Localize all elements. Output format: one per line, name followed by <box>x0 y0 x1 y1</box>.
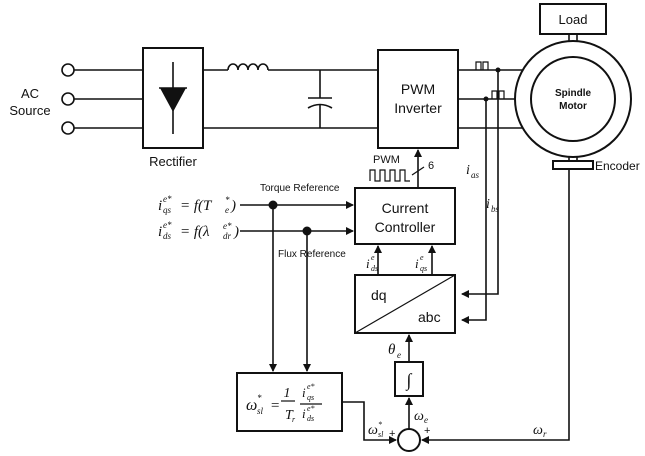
slip-omega: ω <box>246 397 257 414</box>
pwm-inverter-block <box>377 49 459 149</box>
integrator: ∫ <box>394 361 424 397</box>
svg-text:1: 1 <box>284 386 291 401</box>
theta-e-sub: e <box>397 350 401 360</box>
svg-text:r: r <box>292 415 296 424</box>
encoder-block <box>552 160 594 170</box>
source-terminal-1 <box>61 63 75 77</box>
svg-text:i: i <box>302 385 306 400</box>
svg-text:e*: e* <box>307 382 315 391</box>
ac-label: AC <box>21 86 39 101</box>
svg-text:*: * <box>378 420 382 429</box>
svg-text:ds: ds <box>371 264 378 273</box>
motor-inner <box>530 56 616 142</box>
ac-source: AC Source <box>9 63 143 135</box>
pulse-icon-1 <box>475 61 489 70</box>
svg-text:e: e <box>371 253 375 262</box>
pwm-inverter: PWM Inverter <box>377 49 459 149</box>
plus-sign-right: + <box>424 425 430 437</box>
summing-junction <box>397 428 421 452</box>
ids-equation: = f(λ <box>180 224 210 240</box>
controller-label: Controller <box>375 219 436 235</box>
iqs-reference-eq: i qs e* = f(T e * ) <box>158 194 236 215</box>
svg-text:qs: qs <box>163 205 172 215</box>
svg-text:sl: sl <box>257 406 264 416</box>
motor-label: Motor <box>559 101 587 112</box>
svg-text:e*: e* <box>223 221 232 231</box>
svg-text:dr: dr <box>223 231 232 241</box>
svg-text:=: = <box>270 398 280 414</box>
pwm-count-label: 6 <box>428 160 434 172</box>
integrator-block <box>394 361 424 397</box>
pulse-icon-2 <box>491 90 505 99</box>
svg-text:ds: ds <box>163 231 172 241</box>
omega-sl-sub: sl <box>378 430 384 439</box>
svg-text:e: e <box>225 205 229 215</box>
svg-text:ω: ω <box>533 423 543 438</box>
dq-abc-transform: dq abc <box>354 274 456 334</box>
source-terminal-3 <box>61 121 75 135</box>
svg-text:e*: e* <box>163 194 172 204</box>
svg-text:i: i <box>158 224 162 240</box>
dc-link <box>203 63 378 129</box>
svg-text:): ) <box>230 198 236 214</box>
source-terminal-2 <box>61 92 75 106</box>
i-as-label: as <box>471 170 480 180</box>
svg-text:qs: qs <box>307 393 314 402</box>
svg-text:e*: e* <box>163 220 172 230</box>
pwm-waveform-icon <box>369 169 410 182</box>
svg-text:i: i <box>158 198 162 214</box>
slip-calculator: ω sl * = 1 T r i qs e* i ds e* <box>236 372 343 432</box>
diode-icon <box>160 88 186 112</box>
ids-reference-eq: i ds e* = f(λ dr e* ) <box>158 220 239 241</box>
svg-text:ω: ω <box>414 409 424 424</box>
i-bs-label: bs <box>491 204 500 214</box>
plus-sign-left: + <box>389 428 395 440</box>
pwm-label: PWM <box>373 154 400 166</box>
svg-text:ω: ω <box>368 423 378 438</box>
dq-label: dq <box>371 287 387 303</box>
flux-reference-label: Flux Reference <box>278 249 346 260</box>
svg-text:i: i <box>486 197 490 212</box>
encoder-label: Encoder <box>595 159 640 173</box>
omega-r-sub: r <box>543 429 547 439</box>
current-controller-block <box>354 187 456 245</box>
abc-label: abc <box>418 309 441 325</box>
svg-text:T: T <box>285 408 294 423</box>
rectifier: Rectifier <box>142 47 204 169</box>
spindle-label: Spindle <box>555 88 592 99</box>
svg-text:i: i <box>302 406 306 421</box>
torque-reference-label: Torque Reference <box>260 183 340 194</box>
current-controller: Current Controller <box>354 187 456 245</box>
svg-text:θ: θ <box>388 342 396 358</box>
source-label: Source <box>9 103 50 118</box>
svg-text:e*: e* <box>307 404 315 413</box>
spindle-motor: Load Spindle Motor Encoder <box>514 3 640 173</box>
omega-e-sub: e <box>424 415 428 425</box>
inductor-icon <box>227 63 269 71</box>
load-block <box>539 3 607 35</box>
svg-text:i: i <box>466 163 470 178</box>
iqs-equation: = f(T <box>180 198 213 214</box>
pwm-inverter-label-2: Inverter <box>394 100 442 116</box>
svg-text:i: i <box>415 256 419 271</box>
integral-symbol: ∫ <box>406 370 413 391</box>
rectifier-label: Rectifier <box>149 154 197 169</box>
current-label: Current <box>382 200 429 216</box>
svg-text:e: e <box>420 253 424 262</box>
svg-text:*: * <box>257 393 262 403</box>
svg-text:i: i <box>366 256 370 271</box>
load-label: Load <box>559 12 588 27</box>
svg-text:): ) <box>233 224 239 240</box>
pwm-inverter-label-1: PWM <box>401 81 435 97</box>
svg-text:ds: ds <box>307 414 314 423</box>
svg-text:*: * <box>225 195 230 205</box>
svg-text:qs: qs <box>420 264 427 273</box>
